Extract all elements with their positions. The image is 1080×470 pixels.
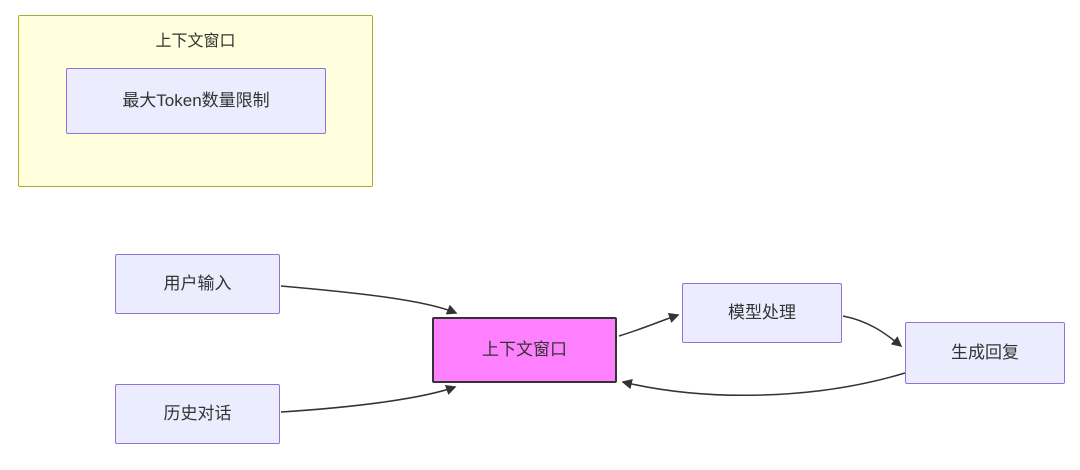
edge-context-to-model — [618, 312, 680, 337]
node-user-input: 用户输入 — [115, 254, 280, 314]
subgraph-context-window: 上下文窗口 最大Token数量限制 — [18, 15, 373, 187]
node-model-processing: 模型处理 — [682, 283, 842, 343]
edge-model-to-reply — [842, 315, 903, 348]
node-generate-reply: 生成回复 — [905, 322, 1065, 384]
edge-user-input-to-context — [280, 285, 458, 315]
node-context-window: 上下文窗口 — [432, 317, 617, 383]
edge-reply-to-context — [621, 372, 906, 397]
subgraph-title: 上下文窗口 — [155, 33, 236, 50]
node-max-token-limit: 最大Token数量限制 — [66, 68, 326, 134]
node-history-dialog: 历史对话 — [115, 384, 280, 444]
edge-history-to-context — [280, 385, 457, 413]
